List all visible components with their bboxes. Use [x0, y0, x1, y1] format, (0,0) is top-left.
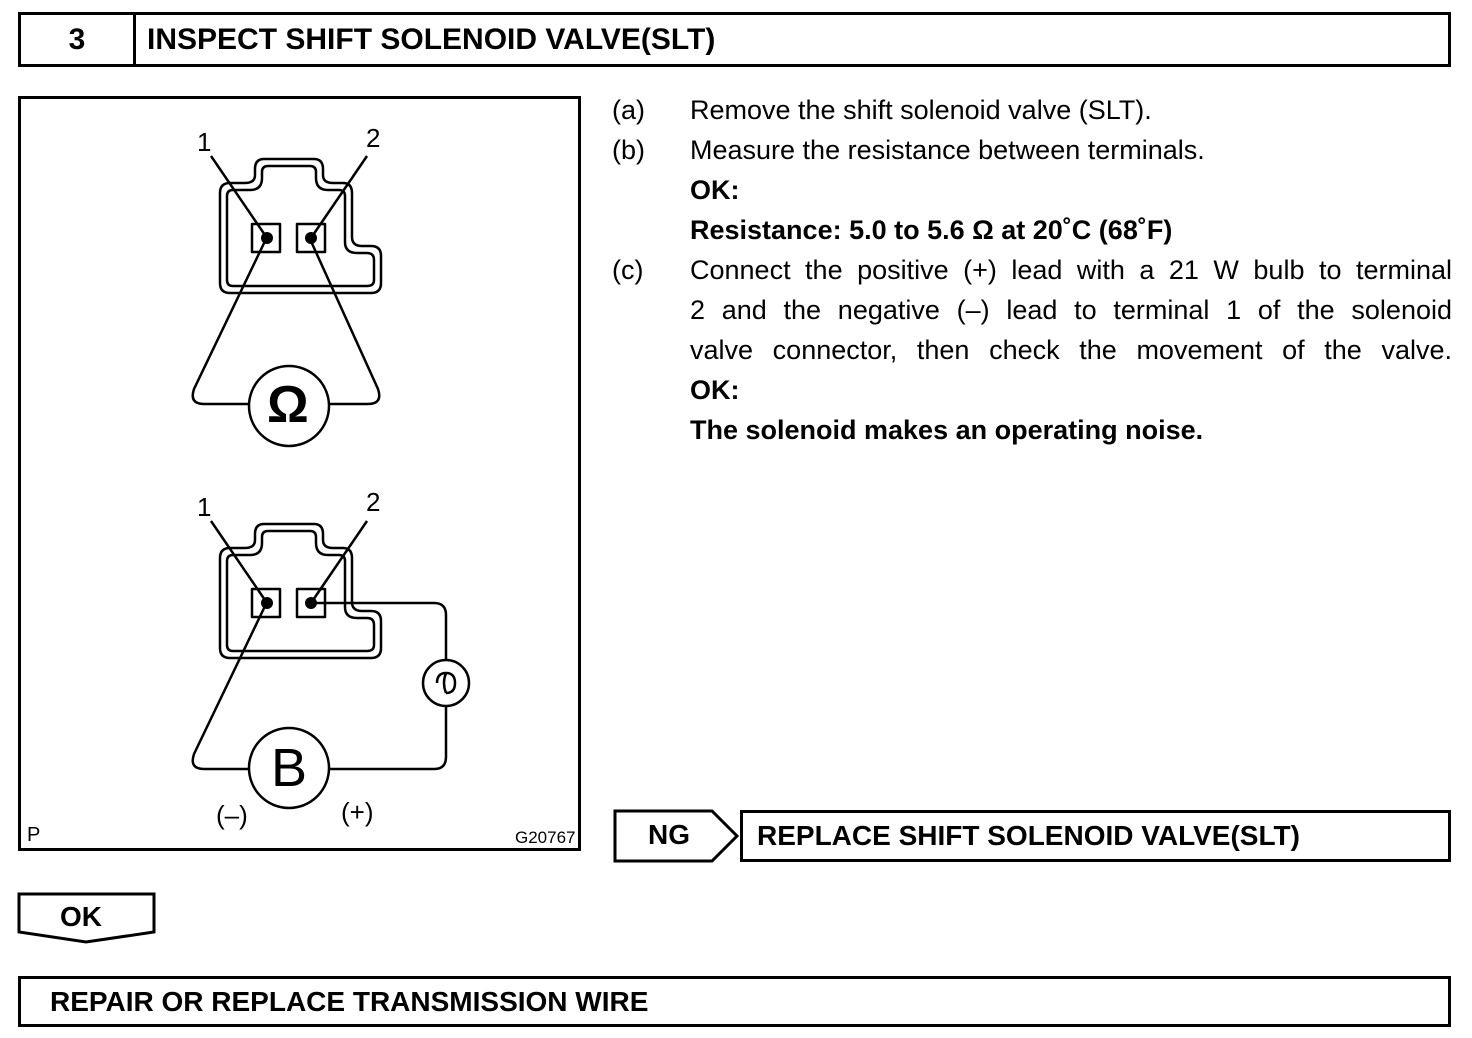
instruction-b-letter: (b)	[612, 135, 645, 165]
instruction-c-ok-row: OK:	[612, 370, 1452, 410]
top-leader-2	[309, 155, 369, 239]
bottom-leader-1	[209, 520, 269, 604]
top-terminal-2-box	[295, 222, 327, 254]
step-title: INSPECT SHIFT SOLENOID VALVE(SLT)	[147, 23, 716, 56]
ng-arrow-box	[613, 809, 740, 863]
bulb-return-lead	[329, 706, 448, 771]
instruction-a-letter: (a)	[612, 95, 645, 125]
bottom-terminal-1-box	[250, 587, 282, 619]
negative-label: (–)	[216, 800, 248, 830]
bulb-filament	[435, 671, 457, 695]
instruction-c-line3-row: valve connector, then check the movement…	[612, 330, 1452, 370]
repair-action-box: REPAIR OR REPLACE TRANSMISSION WIRE	[18, 976, 1451, 1027]
positive-label: (+)	[341, 797, 374, 827]
instruction-a-text: Remove the shift solenoid valve (SLT).	[690, 95, 1152, 125]
battery-symbol: B	[271, 738, 308, 798]
bottom-lead-negative	[191, 603, 268, 771]
connector-diagram: 1 2 Ω 1 2 B (–) (+) P G20767	[18, 96, 581, 851]
top-connector-outline	[218, 157, 383, 295]
ok-label: OK	[60, 901, 102, 932]
instruction-a: (a) Remove the shift solenoid valve (SLT…	[612, 90, 1452, 130]
corner-code: P	[27, 824, 41, 846]
instruction-b-ok-row: OK:	[612, 170, 1452, 210]
top-connector-inner	[225, 164, 376, 288]
instruction-c-line3: valve connector, then check the movement…	[690, 335, 1452, 365]
resistance-spec: Resistance: 5.0 to 5.6 Ω at 20˚C (68˚F)	[690, 215, 1173, 245]
figure-id: G20767	[515, 828, 576, 847]
diagram-drawing	[191, 155, 471, 810]
instruction-b-ok: OK:	[690, 175, 740, 205]
repair-action-text: REPAIR OR REPLACE TRANSMISSION WIRE	[50, 986, 649, 1017]
instruction-c-spec-row: The solenoid makes an operating noise.	[612, 410, 1452, 450]
ok-arrow-box	[17, 892, 156, 944]
bottom-terminal-2-label: 2	[366, 487, 381, 517]
ohmmeter-circle	[247, 364, 331, 448]
bottom-connector-inner	[225, 529, 376, 653]
instructions: (a) Remove the shift solenoid valve (SLT…	[612, 90, 1452, 450]
bottom-terminal-1-pin	[261, 597, 273, 609]
replace-action-box: REPLACE SHIFT SOLENOID VALVE(SLT)	[740, 810, 1451, 862]
ohmmeter-symbol: Ω	[267, 376, 309, 434]
top-leader-1	[209, 155, 269, 239]
replace-action-text: REPLACE SHIFT SOLENOID VALVE(SLT)	[757, 820, 1300, 851]
instruction-b-spec-row: Resistance: 5.0 to 5.6 Ω at 20˚C (68˚F)	[612, 210, 1452, 250]
instruction-c-line2-row: 2 and the negative (–) lead to terminal …	[612, 290, 1452, 330]
bulb-circle	[421, 658, 471, 708]
top-lead-left	[191, 238, 268, 406]
battery-circle	[247, 726, 331, 810]
top-terminal-1-pin	[261, 232, 273, 244]
instruction-c-line2: 2 and the negative (–) lead to terminal …	[690, 295, 1452, 325]
ng-label: NG	[648, 819, 690, 850]
operating-noise-spec: The solenoid makes an operating noise.	[690, 415, 1204, 445]
bottom-terminal-2-pin	[305, 597, 317, 609]
step-number: 3	[21, 15, 136, 64]
top-terminal-2-pin	[305, 232, 317, 244]
instruction-c-letter: (c)	[612, 255, 644, 285]
instruction-b: (b) Measure the resistance between termi…	[612, 130, 1452, 170]
instruction-c: (c) Connect the positive (+) lead with a…	[612, 250, 1452, 290]
top-terminal-1-label: 1	[197, 127, 212, 157]
step-header: 3 INSPECT SHIFT SOLENOID VALVE(SLT)	[18, 12, 1451, 67]
bottom-terminal-1-label: 1	[197, 492, 212, 522]
instruction-c-ok: OK:	[690, 375, 740, 405]
top-lead-right	[308, 238, 381, 406]
instruction-b-text: Measure the resistance between terminals…	[690, 135, 1205, 165]
bottom-connector-outline	[218, 522, 383, 660]
instruction-c-line1: Connect the positive (+) lead with a 21 …	[690, 255, 1452, 285]
bottom-lead-positive	[311, 601, 448, 659]
top-terminal-2-label: 2	[366, 123, 381, 153]
top-terminal-1-box	[250, 222, 282, 254]
bottom-leader-2	[309, 520, 369, 604]
